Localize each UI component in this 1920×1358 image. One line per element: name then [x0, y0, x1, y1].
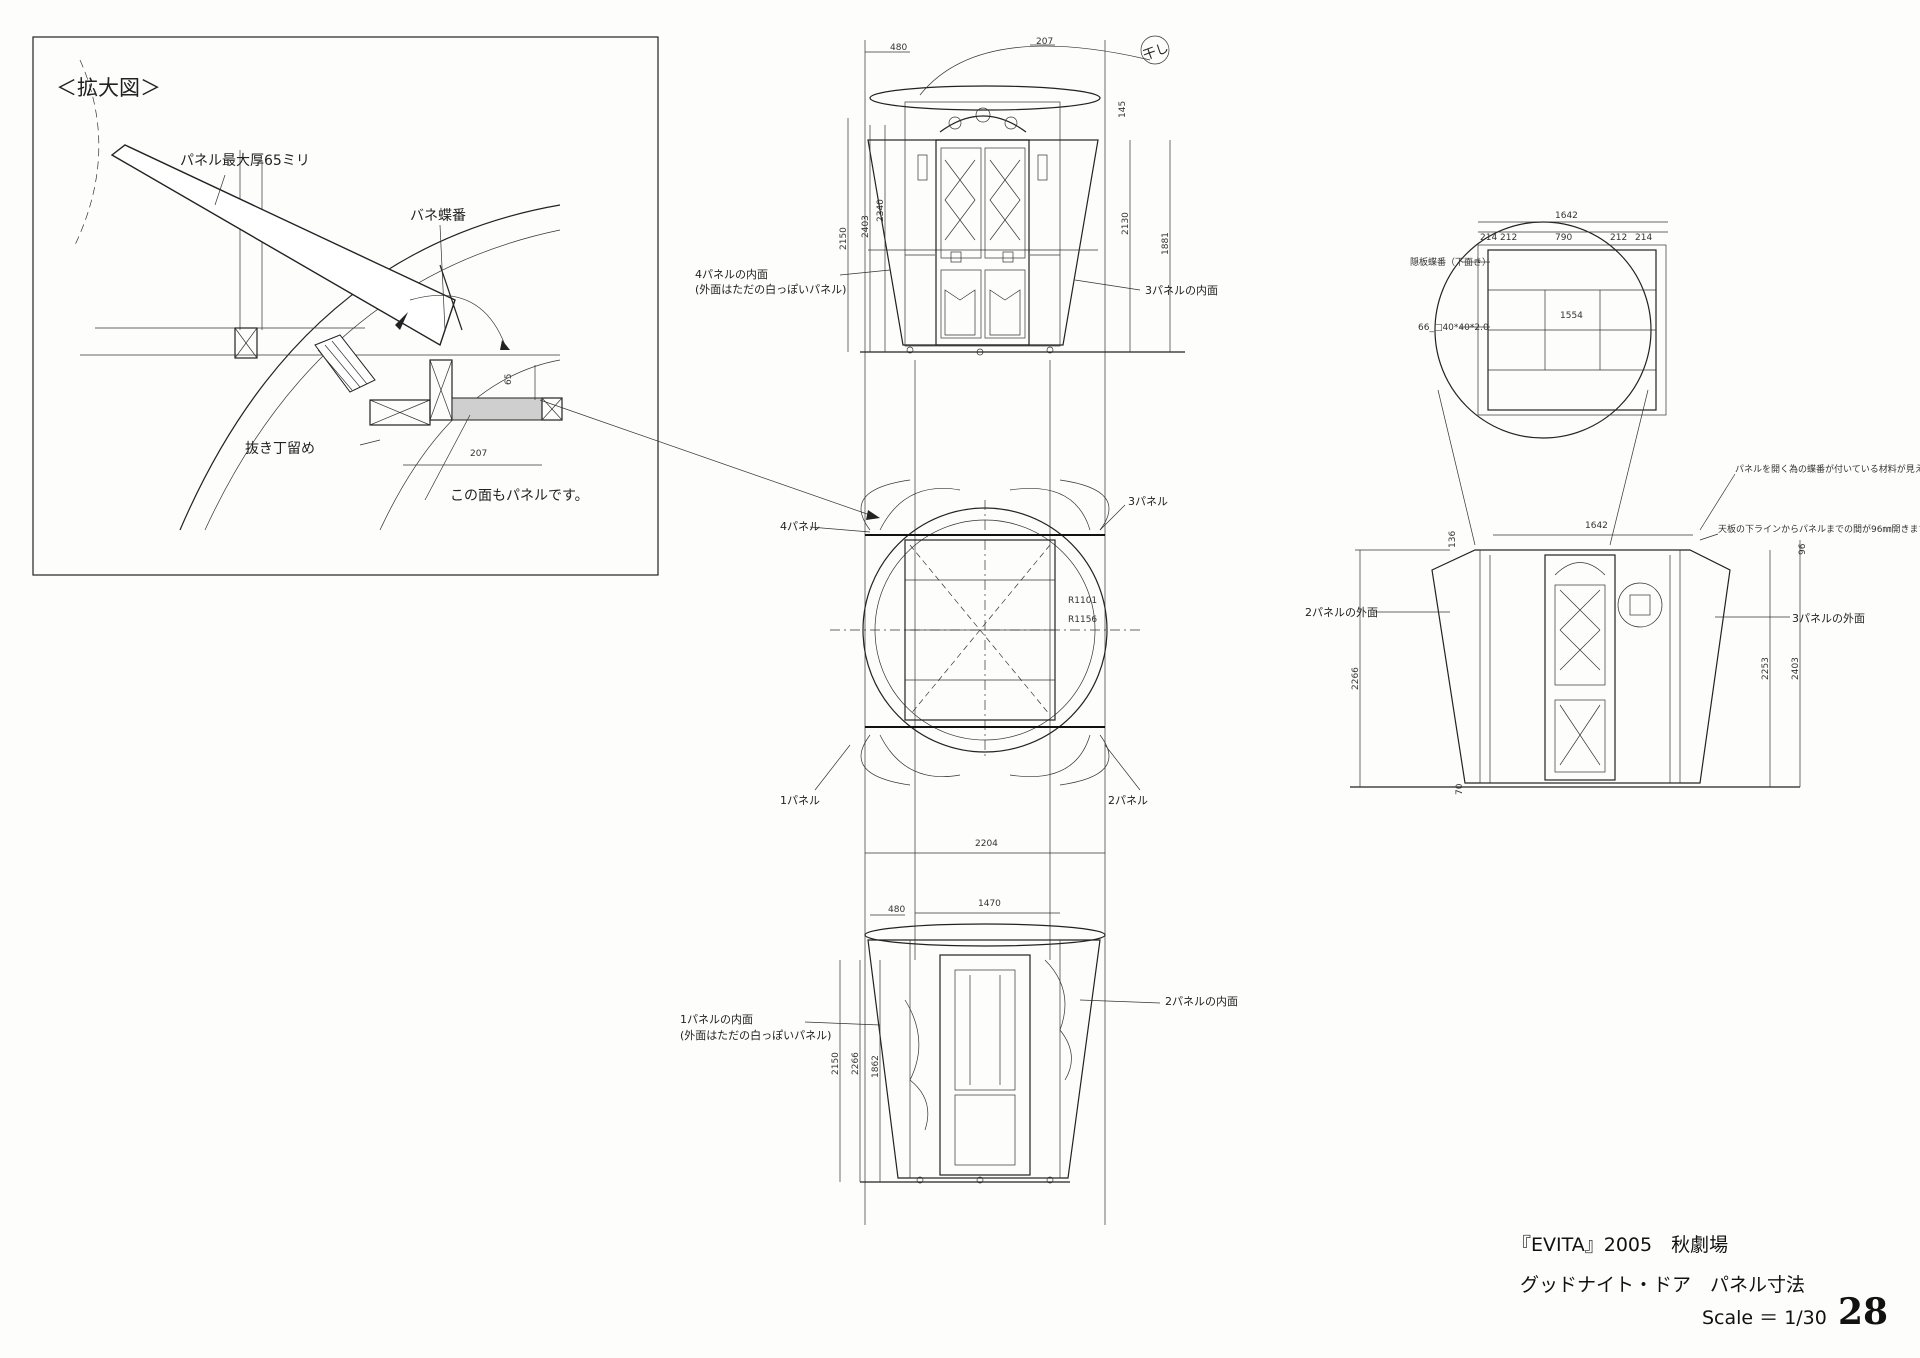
detail-heading: ＜拡大図＞: [56, 76, 161, 100]
front-dim-2150: 2150: [839, 227, 849, 250]
front-dim-2340: 2340: [876, 199, 886, 222]
back-dim-2266: 2266: [851, 1052, 861, 1075]
right-elevation: パネルを開く為の蝶番が付いている材料が見えています。 天板の下ラインからパネルま…: [1305, 463, 1920, 795]
back-dim-1862: 1862: [871, 1055, 881, 1078]
front-dim-2403: 2403: [861, 215, 871, 238]
back-elevation: 480 1470 2150 2266 1862 1パネルの内面 (外面はただの白…: [680, 899, 1238, 1184]
back-outline: [867, 939, 1101, 1179]
rplan-pipe-note: 66_□40*40*2.0: [1418, 323, 1489, 333]
scale-label: Scale ＝ 1/30: [1702, 1307, 1827, 1329]
rplan-dim-212b: 212: [1610, 233, 1627, 243]
outer-arc: [179, 204, 561, 531]
right-plan: 1642 214 212 790 212 214 1554 隠板蝶番（下面き） …: [1410, 211, 1668, 546]
relev-dim-1642: 1642: [1585, 521, 1608, 531]
rplan-dim-790: 790: [1555, 233, 1572, 243]
rplan-dim-214a: 214: [1480, 233, 1497, 243]
relev-note1: パネルを開く為の蝶番が付いている材料が見えています。: [1735, 463, 1920, 475]
relev-dim-96: 96: [1798, 543, 1808, 555]
back-door: [939, 954, 1031, 1176]
plan-label-3: 3パネル: [1128, 495, 1168, 508]
plan-label-1: 1パネル: [780, 794, 820, 807]
rplan-dim-1554: 1554: [1560, 311, 1583, 321]
front-dim-145: 145: [1118, 101, 1128, 118]
plan-view: R1101 R1156 4パネル 3パネル 1パネル 2パネル 2204: [780, 479, 1168, 854]
dim-207: 207: [470, 449, 487, 459]
panel-thickness-label: パネル最大厚65ミリ: [180, 153, 310, 169]
relev-door: [1544, 554, 1616, 781]
face-note: この面もパネルです。: [450, 488, 589, 504]
relev-dim-2266: 2266: [1351, 667, 1361, 690]
front-elevation: 480 207 2150 2403 2340 2130 1881 145 4パネ…: [695, 35, 1218, 356]
label-4-inner: 4パネルの内面: [695, 267, 768, 281]
panel-section: [110, 144, 456, 347]
label-2-outer: 2パネルの外面: [1305, 606, 1378, 619]
hinge-label: バネ蝶番: [410, 208, 466, 224]
label-2-inner: 2パネルの内面: [1165, 994, 1238, 1008]
projection-lines: [864, 40, 1106, 1225]
plan-dim-2204: 2204: [975, 839, 998, 849]
dim-65: 65: [504, 374, 514, 385]
relev-outline: [1431, 549, 1731, 784]
sketch-arc: [919, 45, 1151, 96]
plan-label-4: 4パネル: [780, 520, 820, 533]
plan-r1101: R1101: [1068, 596, 1097, 606]
detail-view: ＜拡大図＞: [32, 36, 880, 576]
back-dim-480: 480: [888, 905, 905, 915]
title-line1: 『EVITA』2005 秋劇場: [1512, 1234, 1729, 1256]
page-number: 28: [1838, 1291, 1889, 1333]
swing-arc: [74, 59, 100, 246]
label-1-inner-note: (外面はただの白っぽいパネル): [680, 1028, 831, 1042]
label-1-inner: 1パネルの内面: [680, 1012, 753, 1026]
relev-dim-70: 70: [1455, 783, 1465, 795]
rplan-dim-212a: 212: [1500, 233, 1517, 243]
label-3-outer: 3パネルの外面: [1792, 612, 1865, 625]
detail-pointer-line: [539, 399, 871, 516]
label-3-inner: 3パネルの内面: [1145, 283, 1218, 297]
brick-rough: [904, 999, 929, 1131]
relev-note2: 天板の下ラインからパネルまでの間が96㎜開きます。: [1718, 523, 1920, 535]
rplan-dim-214b: 214: [1635, 233, 1652, 243]
plan-label-2: 2パネル: [1108, 794, 1148, 807]
plan-r1156: R1156: [1068, 615, 1097, 625]
title-line2: グッドナイト・ドア パネル寸法: [1520, 1274, 1806, 1296]
label-4-inner-note: (外面はただの白っぽいパネル): [695, 282, 846, 296]
back-dim-1470: 1470: [978, 899, 1001, 909]
back-dim-2150: 2150: [831, 1052, 841, 1075]
top-ellipse: [869, 85, 1101, 111]
door-frame: [935, 139, 1030, 346]
detail-frame: [32, 36, 659, 576]
ornament: [939, 115, 1027, 133]
hinge-detail: [234, 327, 563, 426]
front-dim-1881: 1881: [1161, 232, 1171, 255]
relev-dim-2403: 2403: [1791, 657, 1801, 680]
front-dim-207: 207: [1036, 37, 1053, 47]
front-outline: [867, 139, 1099, 346]
relev-dim-136: 136: [1448, 531, 1458, 548]
front-dim-480: 480: [890, 43, 907, 53]
miter-label: 抜き丁留め: [245, 441, 315, 457]
relev-dim-2253: 2253: [1761, 657, 1771, 680]
front-dim-2130: 2130: [1121, 212, 1131, 235]
rplan-hinge-note: 隠板蝶番（下面き）: [1410, 256, 1491, 268]
rplan-dim-1642: 1642: [1555, 211, 1578, 221]
